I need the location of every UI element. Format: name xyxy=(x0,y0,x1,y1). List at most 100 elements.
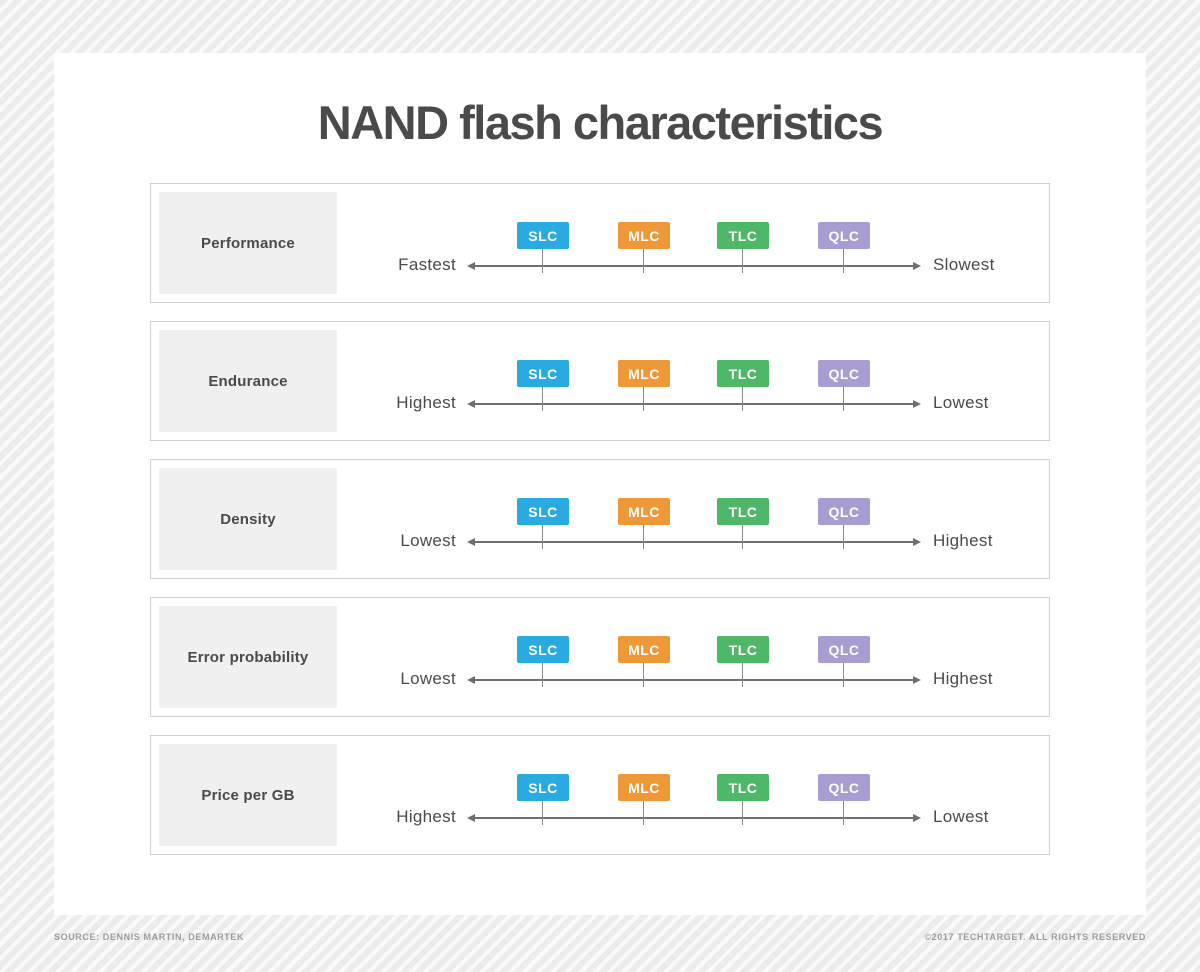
row-label: Endurance xyxy=(208,372,288,390)
nand-type-chip-slc: SLC xyxy=(517,222,569,249)
nand-type-chip-slc: SLC xyxy=(517,636,569,663)
characteristic-row-density: Density Lowest SLC MLC TLC QLC Highest xyxy=(150,459,1050,579)
chip-label: SLC xyxy=(528,227,558,244)
characteristic-row-endurance: Endurance Highest SLC MLC TLC QLC Lowest xyxy=(150,321,1050,441)
chip-connector xyxy=(843,801,844,825)
chip-label: QLC xyxy=(828,641,860,658)
nand-type-chip-tlc: TLC xyxy=(717,774,769,801)
arrow-line xyxy=(467,538,921,546)
nand-type-chip-mlc: MLC xyxy=(618,636,670,663)
chip-label: TLC xyxy=(728,779,758,796)
row-label: Price per GB xyxy=(201,786,295,804)
nand-type-chip-tlc: TLC xyxy=(717,636,769,663)
nand-type-chip-qlc: QLC xyxy=(818,774,870,801)
row-label-box: Performance xyxy=(159,192,337,294)
row-label: Density xyxy=(220,510,276,528)
chip-label: SLC xyxy=(528,641,558,658)
left-endpoint-label: Fastest xyxy=(398,255,456,274)
rows-container: Performance Fastest SLC MLC TLC QLC Slow… xyxy=(150,183,1050,855)
chip-label: MLC xyxy=(628,503,660,520)
chip-label: TLC xyxy=(728,641,758,658)
chip-connector xyxy=(643,525,644,549)
chip-connector xyxy=(542,387,543,411)
chip-connector xyxy=(542,525,543,549)
arrow-line xyxy=(467,676,921,684)
nand-type-chip-qlc: QLC xyxy=(818,222,870,249)
left-endpoint-label: Highest xyxy=(396,807,456,826)
chip-label: QLC xyxy=(828,779,860,796)
arrow-line xyxy=(467,814,921,822)
chip-label: MLC xyxy=(628,365,660,382)
copyright-text: ©2017 TECHTARGET. ALL RIGHTS RESERVED xyxy=(924,932,1146,942)
arrow-line xyxy=(467,262,921,270)
characteristic-row-error-probability: Error probability Lowest SLC MLC TLC QLC… xyxy=(150,597,1050,717)
chip-connector xyxy=(843,249,844,273)
chip-label: SLC xyxy=(528,365,558,382)
nand-type-chip-slc: SLC xyxy=(517,360,569,387)
arrow-line xyxy=(467,400,921,408)
chip-connector xyxy=(742,249,743,273)
row-label-box: Error probability xyxy=(159,606,337,708)
left-endpoint-label: Lowest xyxy=(400,669,456,688)
chip-label: SLC xyxy=(528,503,558,520)
nand-type-chip-mlc: MLC xyxy=(618,360,670,387)
nand-type-chip-mlc: MLC xyxy=(618,222,670,249)
chip-label: TLC xyxy=(728,503,758,520)
chip-connector xyxy=(643,663,644,687)
row-label: Performance xyxy=(201,234,295,252)
infographic-card: NAND flash characteristics Performance F… xyxy=(54,53,1146,915)
footer: SOURCE: DENNIS MARTIN, DEMARTEK ©2017 TE… xyxy=(54,932,1146,942)
characteristic-row-performance: Performance Fastest SLC MLC TLC QLC Slow… xyxy=(150,183,1050,303)
chip-label: TLC xyxy=(728,365,758,382)
chip-label: QLC xyxy=(828,365,860,382)
row-label-box: Density xyxy=(159,468,337,570)
nand-type-chip-slc: SLC xyxy=(517,774,569,801)
nand-type-chip-qlc: QLC xyxy=(818,636,870,663)
chip-connector xyxy=(643,249,644,273)
chip-label: MLC xyxy=(628,641,660,658)
chip-connector xyxy=(742,525,743,549)
nand-type-chip-qlc: QLC xyxy=(818,360,870,387)
right-endpoint-label: Highest xyxy=(933,669,993,688)
spectrum-density: Lowest SLC MLC TLC QLC Highest xyxy=(151,460,1049,578)
chip-connector xyxy=(843,663,844,687)
chip-connector xyxy=(542,801,543,825)
source-text: SOURCE: DENNIS MARTIN, DEMARTEK xyxy=(54,932,245,942)
chip-connector xyxy=(643,387,644,411)
chip-connector xyxy=(843,387,844,411)
chip-connector xyxy=(643,801,644,825)
row-label: Error probability xyxy=(187,648,309,666)
chip-connector xyxy=(742,387,743,411)
left-endpoint-label: Lowest xyxy=(400,531,456,550)
spectrum-endurance: Highest SLC MLC TLC QLC Lowest xyxy=(151,322,1049,440)
nand-type-chip-tlc: TLC xyxy=(717,360,769,387)
right-endpoint-label: Lowest xyxy=(933,393,989,412)
chip-label: QLC xyxy=(828,227,860,244)
chip-connector xyxy=(542,663,543,687)
nand-type-chip-mlc: MLC xyxy=(618,774,670,801)
spectrum-price-per-gb: Highest SLC MLC TLC QLC Lowest xyxy=(151,736,1049,854)
chip-label: TLC xyxy=(728,227,758,244)
chip-label: SLC xyxy=(528,779,558,796)
chip-connector xyxy=(843,525,844,549)
characteristic-row-price-per-gb: Price per GB Highest SLC MLC TLC QLC Low… xyxy=(150,735,1050,855)
page-title: NAND flash characteristics xyxy=(317,96,884,149)
nand-type-chip-qlc: QLC xyxy=(818,498,870,525)
nand-type-chip-tlc: TLC xyxy=(717,222,769,249)
nand-type-chip-slc: SLC xyxy=(517,498,569,525)
right-endpoint-label: Lowest xyxy=(933,807,989,826)
row-label-box: Endurance xyxy=(159,330,337,432)
chip-label: QLC xyxy=(828,503,860,520)
spectrum-error-probability: Lowest SLC MLC TLC QLC Highest xyxy=(151,598,1049,716)
spectrum-performance: Fastest SLC MLC TLC QLC Slowest xyxy=(151,184,1049,302)
nand-type-chip-mlc: MLC xyxy=(618,498,670,525)
chip-connector xyxy=(742,801,743,825)
chip-label: MLC xyxy=(628,779,660,796)
chip-connector xyxy=(542,249,543,273)
left-endpoint-label: Highest xyxy=(396,393,456,412)
row-label-box: Price per GB xyxy=(159,744,337,846)
right-endpoint-label: Slowest xyxy=(933,255,995,274)
chip-connector xyxy=(742,663,743,687)
right-endpoint-label: Highest xyxy=(933,531,993,550)
